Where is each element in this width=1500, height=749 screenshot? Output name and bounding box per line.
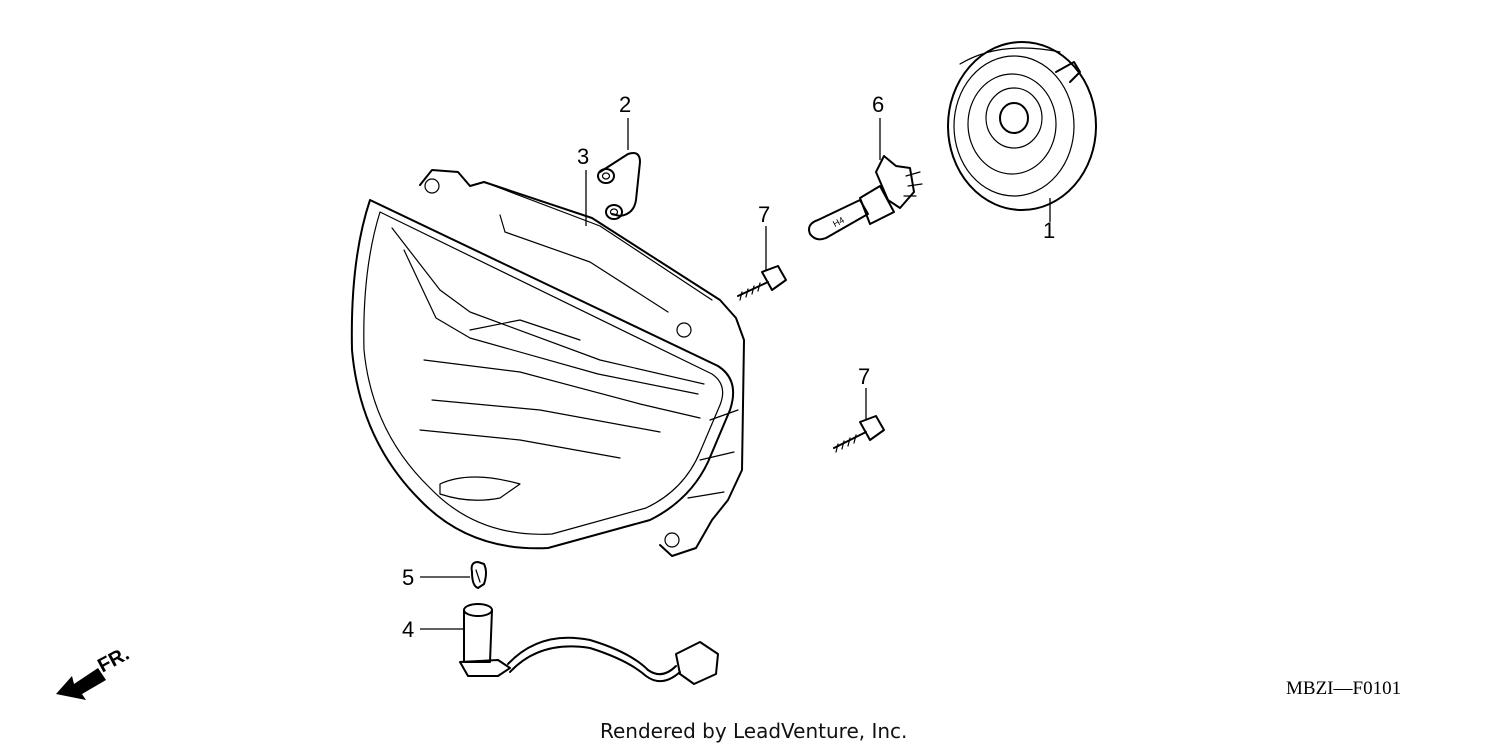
front-arrow-icon [56,668,106,700]
callout-3: 3 [577,144,589,169]
footer-credit: Rendered by LeadVenture, Inc. [600,719,907,743]
callout-6: 6 [872,92,884,117]
callout-1: 1 [1043,218,1055,243]
callout-4: 4 [402,617,414,642]
front-direction-indicator: FR. [56,643,133,700]
bulb-marking: H4 [831,215,846,229]
callout-5: 5 [402,565,414,590]
callout-2: 2 [619,92,631,117]
callout-7-lower: 7 [858,364,870,389]
bulb-socket-harness[interactable] [459,603,719,685]
position-bulb[interactable] [470,561,487,589]
screw-lower[interactable] [833,415,885,453]
headlight-bulb[interactable]: H4 [808,155,923,241]
callout-7-upper: 7 [758,202,770,227]
screw-upper[interactable] [737,265,787,301]
dust-cover[interactable] [947,41,1097,211]
diagram-code: MBZI—F0101 [1286,678,1401,699]
leader-lines [420,118,1051,630]
bracket-clip[interactable] [597,152,641,220]
headlight-assembly[interactable] [350,169,745,557]
